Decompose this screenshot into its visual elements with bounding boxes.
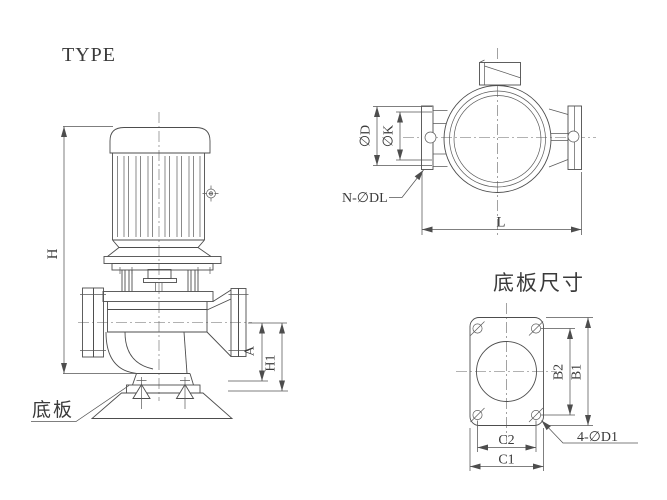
pump-opening-circle <box>476 341 537 402</box>
motor-fins <box>117 156 201 237</box>
dim-label-a: A <box>243 345 258 356</box>
flange-bolt-hole <box>567 130 580 143</box>
dim-label-c2: C2 <box>498 433 514 448</box>
dim-label-c1: C1 <box>498 453 514 468</box>
base-plate-callout: 底板 <box>32 399 74 421</box>
terminal-box <box>479 59 522 86</box>
dim-c1: C1 <box>469 428 544 471</box>
centerlines <box>403 48 596 236</box>
dim-label-b2: B2 <box>552 364 567 380</box>
dim-label-l: L <box>496 215 505 231</box>
pedestal <box>126 373 201 394</box>
dim-label-h: H <box>45 248 61 259</box>
coupling <box>143 269 177 292</box>
discharge-cone <box>206 289 232 357</box>
anchor-holes-callout: 4-∅D1 <box>577 430 618 445</box>
dim-phi-d: ∅D <box>359 106 432 166</box>
flange-holes-callout: N-∅DL <box>342 191 388 206</box>
side-view: TYPE <box>31 44 288 422</box>
centerlines <box>456 303 557 441</box>
dim-h1: H1 <box>228 323 288 392</box>
anchor-bolt-holes <box>470 321 544 423</box>
suction-flange <box>80 287 106 358</box>
support-bracket <box>121 270 199 292</box>
dim-c2: C2 <box>477 420 537 452</box>
dim-b2: B2 <box>541 328 575 416</box>
top-view: ∅D ∅K N-∅DL L <box>342 48 596 236</box>
discharge-flange-top <box>548 105 582 170</box>
elbow <box>105 331 188 374</box>
plate-outline <box>469 317 544 426</box>
fan-cover <box>443 85 552 193</box>
base-plate-dims-title: 底板尺寸 <box>493 271 585 295</box>
pump-casing <box>102 289 232 357</box>
suction-flange-top <box>421 105 448 170</box>
dim-phi-k: ∅K <box>382 111 432 161</box>
type-title: TYPE <box>62 44 116 66</box>
dim-label-phi-d: ∅D <box>359 125 374 147</box>
foundation-mound <box>90 377 234 419</box>
centerlines <box>78 112 252 401</box>
dim-l: L <box>421 172 582 235</box>
dim-b1: B1 <box>546 317 593 426</box>
dim-label-phi-k: ∅K <box>382 125 397 147</box>
lifting-eyebolt-icon <box>202 185 220 202</box>
dim-h: H <box>45 126 137 374</box>
discharge-flange <box>228 288 249 357</box>
dim-label-b1: B1 <box>570 364 585 380</box>
flange-bolt-hole <box>424 131 437 144</box>
anchor-holes-callout-group: 4-∅D1 <box>541 420 638 445</box>
motor <box>107 127 212 257</box>
base-plate-view: 底板尺寸 B2 B1 C2 <box>456 271 638 471</box>
anchor-bolts <box>136 377 190 409</box>
fan-grill-hatch <box>453 95 542 183</box>
dim-label-h1: H1 <box>264 354 279 371</box>
flange-holes-callout-group: N-∅DL <box>342 169 424 206</box>
base-plate-callout-group: 底板 <box>31 385 130 422</box>
